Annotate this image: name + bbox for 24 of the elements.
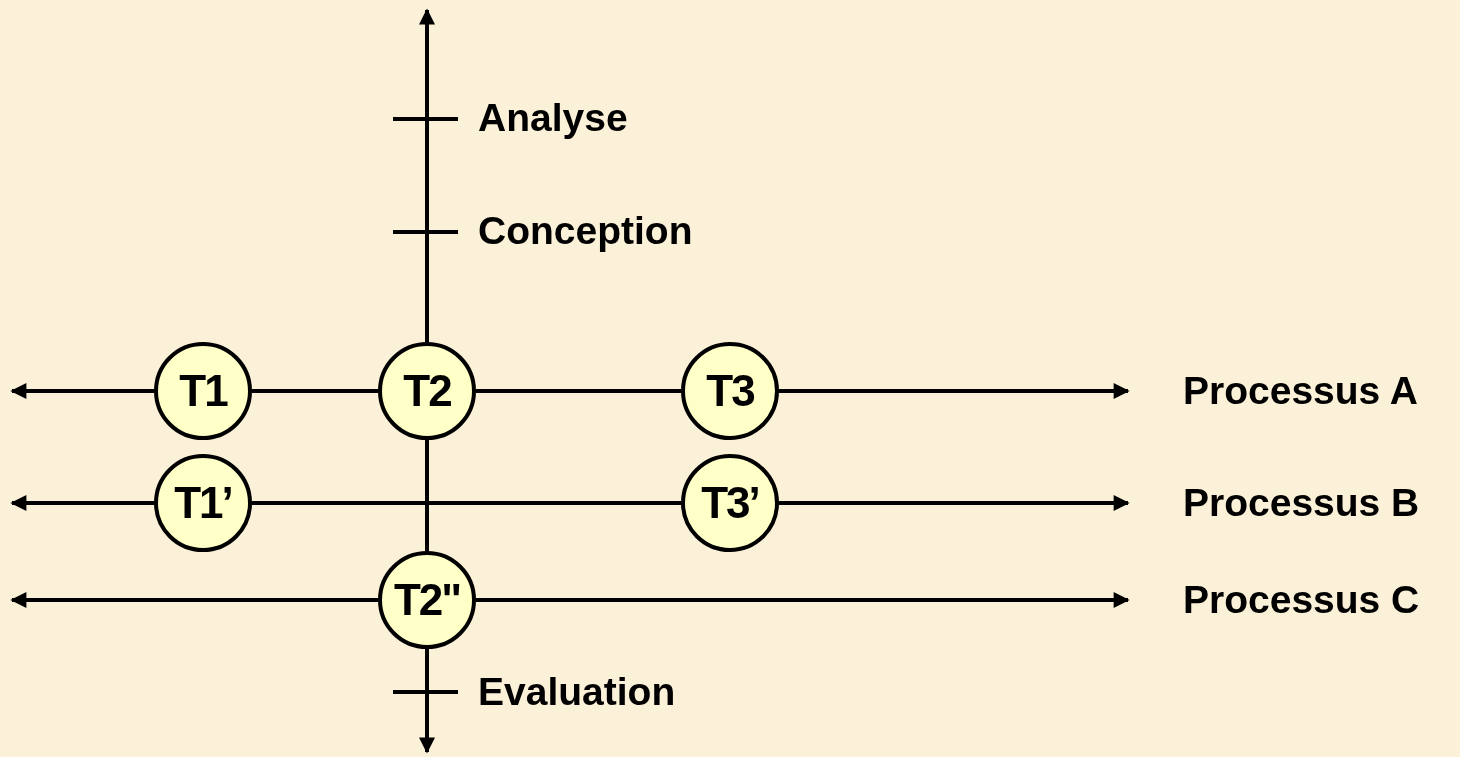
process-label: Processus C: [1183, 580, 1420, 619]
process-label: Processus B: [1183, 483, 1420, 522]
node-label: T3: [706, 369, 754, 413]
arrow: [10, 592, 378, 608]
connector-line: [252, 501, 681, 505]
node-label: T3’: [701, 481, 759, 525]
arrow: [10, 495, 154, 511]
phase-label: Conception: [478, 211, 693, 250]
arrow: [779, 383, 1130, 399]
phase-label: Analyse: [478, 98, 628, 137]
arrow: [419, 649, 435, 754]
node-label: T1’: [174, 481, 232, 525]
arrow: [476, 592, 1130, 608]
node-label: T2": [393, 578, 461, 622]
node-label: T2: [403, 369, 451, 413]
phase-label: Evaluation: [478, 672, 676, 711]
arrow: [779, 495, 1130, 511]
connector-line: [425, 440, 429, 551]
arrow: [419, 8, 435, 342]
arrow: [10, 383, 154, 399]
process-label: Processus A: [1183, 371, 1418, 410]
connector-line: [252, 389, 378, 393]
node-label: T1: [179, 369, 227, 413]
connector-line: [476, 389, 681, 393]
